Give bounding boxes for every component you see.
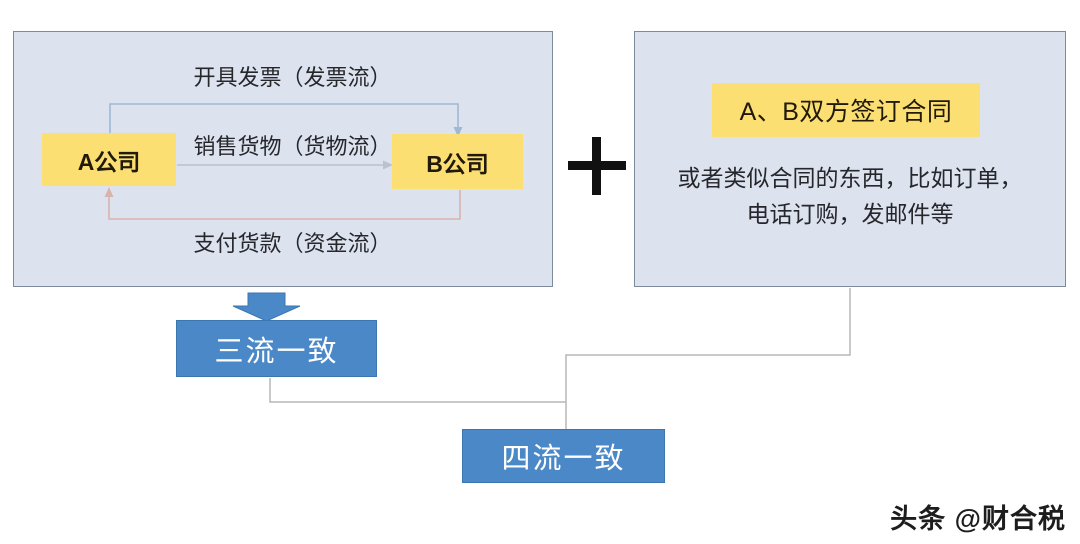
contract-note: 或者类似合同的东西，比如订单， 电话订购，发邮件等 <box>640 160 1060 232</box>
node-three-flows-consistent: 三流一致 <box>176 320 377 377</box>
plus-icon <box>568 137 626 195</box>
label-goods-flow: 销售货物（货物流） <box>193 134 392 159</box>
right-panel-contract <box>634 31 1066 287</box>
node-company-b: B公司 <box>392 134 523 189</box>
wire-three-to-four <box>269 378 566 403</box>
node-company-a: A公司 <box>42 133 176 186</box>
node-contract-signed: A、B双方签订合同 <box>712 83 980 137</box>
node-four-flows-consistent: 四流一致 <box>462 429 665 483</box>
plus-icon-vertical-bar <box>592 137 601 195</box>
wire-contract-to-four <box>565 288 851 429</box>
arrow-invoice-flow <box>109 103 463 137</box>
arrow-money-flow <box>104 187 461 220</box>
label-money-flow: 支付货款（资金流） <box>193 231 392 256</box>
arrow-goods-flow <box>177 160 393 170</box>
contract-note-line-1: 或者类似合同的东西，比如订单， <box>677 165 1023 191</box>
block-arrow-down <box>232 292 301 322</box>
watermark: 头条 @财合税 <box>890 504 1066 534</box>
contract-note-line-2: 电话订购，发邮件等 <box>746 201 954 227</box>
label-invoice-flow: 开具发票（发票流） <box>193 65 392 90</box>
